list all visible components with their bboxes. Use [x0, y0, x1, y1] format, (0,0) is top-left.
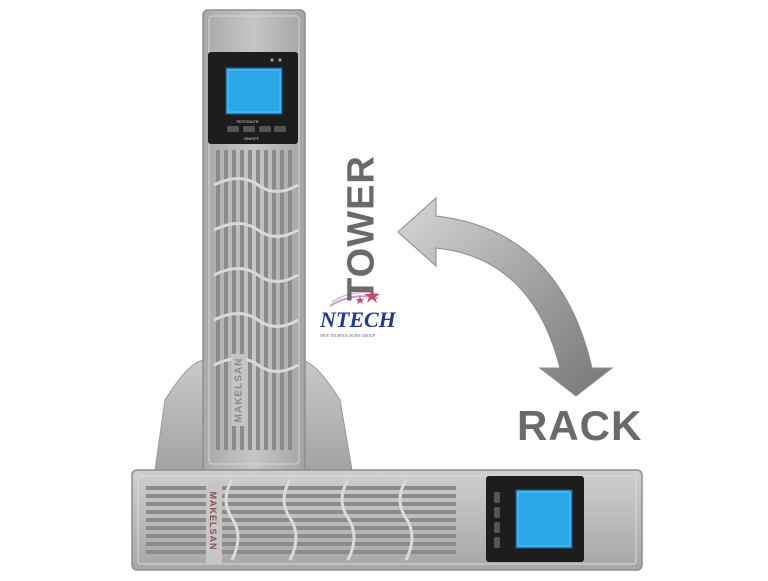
watermark-name: NTECH	[320, 307, 396, 332]
tower-ups	[202, 9, 306, 473]
tower-brand-logo: MAKELSAN	[233, 357, 245, 423]
panel-caption-bottom: ON/OFF	[244, 136, 260, 141]
rack-ups	[131, 469, 643, 571]
watermark-subtitle: NEW TECHNOLOGIES GROUP	[320, 333, 375, 338]
rack-label: RACK	[517, 402, 643, 449]
rack-buttons	[494, 492, 500, 548]
panel-caption-top: TEST/MUTE	[236, 119, 259, 124]
rack-vent	[146, 486, 456, 554]
rack-brand-logo: MAKELSAN	[208, 491, 218, 551]
rack-wave-pattern	[224, 479, 414, 561]
tower-wave-pattern	[213, 177, 299, 373]
tower-lcd-screen	[225, 67, 283, 115]
tower-vent	[216, 150, 292, 450]
rotate-arrow	[397, 196, 614, 397]
rack-lcd-screen	[515, 489, 573, 549]
tower-label: TOWER	[340, 155, 383, 301]
watermark-logo-mark	[329, 288, 380, 307]
tower-buttons	[227, 126, 286, 132]
